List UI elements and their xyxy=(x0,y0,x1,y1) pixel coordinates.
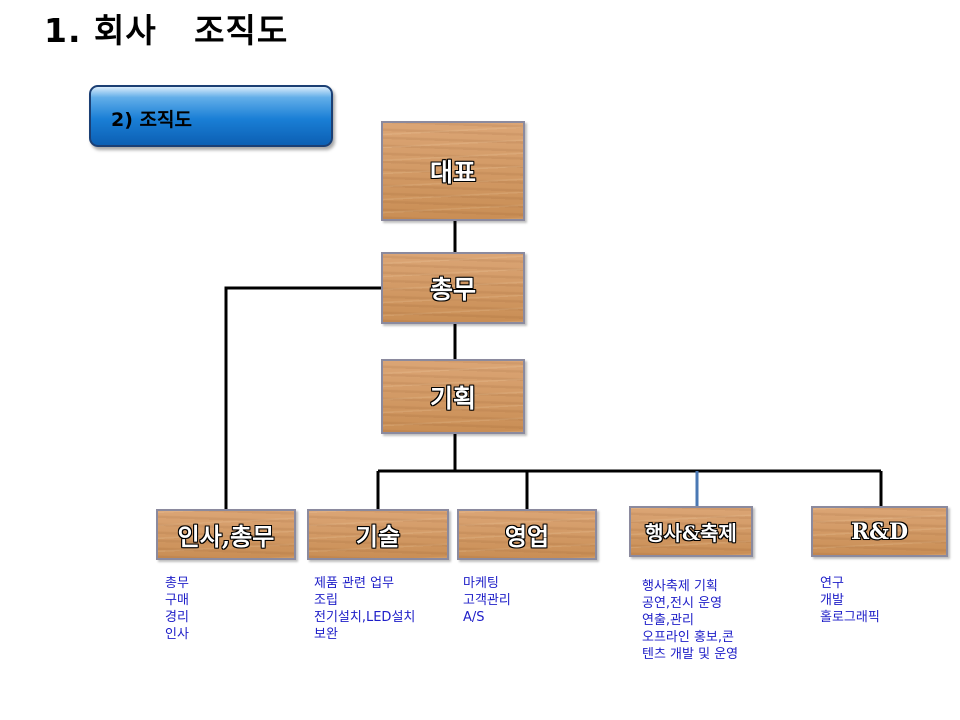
duties-sales: 마케팅 고객관리 A/S xyxy=(463,575,511,626)
node-rnd: R&D xyxy=(811,506,948,557)
duty-item: 전기설치,LED설치 xyxy=(314,610,416,625)
duties-events: 행사축제 기획 공연,전시 운영 연출,관리 오프라인 홍보,콘 텐츠 개발 및… xyxy=(642,578,738,663)
node-rnd-label: R&D xyxy=(850,518,909,545)
node-tech-label: 기술 xyxy=(355,522,401,551)
duty-item: 보완 xyxy=(314,627,338,642)
duty-item: 행사축제 기획 xyxy=(642,579,718,594)
duty-item: 개발 xyxy=(820,593,844,608)
node-planning-label: 기획 xyxy=(429,383,476,413)
node-tech: 기술 xyxy=(307,509,449,560)
node-ceo-label: 대표 xyxy=(429,158,476,187)
node-hr-label: 인사,총무 xyxy=(177,522,275,551)
duty-item: 인사 xyxy=(165,627,189,642)
duty-item: 연출,관리 xyxy=(642,613,694,628)
duty-item: 공연,전시 운영 xyxy=(642,596,723,611)
node-events: 행사&축제 xyxy=(629,506,753,557)
duty-item: 조립 xyxy=(314,593,338,608)
node-sales-label: 영업 xyxy=(504,522,550,551)
node-general-affairs-label: 총무 xyxy=(429,275,476,304)
connector-general-hr xyxy=(224,286,382,510)
node-planning: 기획 xyxy=(381,359,525,434)
duty-item: 제품 관련 업무 xyxy=(314,576,395,591)
duty-item: 고객관리 xyxy=(463,593,511,608)
node-general-affairs: 총무 xyxy=(381,252,525,324)
duty-item: 텐츠 개발 및 운영 xyxy=(642,647,739,662)
node-ceo: 대표 xyxy=(381,121,525,221)
section-badge: 2) 조직도 xyxy=(89,85,333,147)
duty-item: 경리 xyxy=(165,610,189,625)
node-events-label: 행사&축제 xyxy=(645,521,737,545)
duty-item: 구매 xyxy=(165,593,189,608)
duties-tech: 제품 관련 업무 조립 전기설치,LED설치 보완 xyxy=(314,575,415,643)
duties-rnd: 연구 개발 홀로그래픽 xyxy=(820,575,880,626)
section-badge-label: 2) 조직도 xyxy=(111,109,192,131)
duty-item: A/S xyxy=(463,610,485,625)
duty-item: 연구 xyxy=(820,576,844,591)
duty-item: 홀로그래픽 xyxy=(820,610,880,625)
duties-hr: 총무 구매 경리 인사 xyxy=(165,575,189,643)
duty-item: 오프라인 홍보,콘 xyxy=(642,630,734,645)
duty-item: 마케팅 xyxy=(463,576,499,591)
page-title: 1. 회사 조직도 xyxy=(44,11,289,50)
duty-item: 총무 xyxy=(165,576,189,591)
node-hr: 인사,총무 xyxy=(156,509,296,560)
node-sales: 영업 xyxy=(457,509,597,560)
